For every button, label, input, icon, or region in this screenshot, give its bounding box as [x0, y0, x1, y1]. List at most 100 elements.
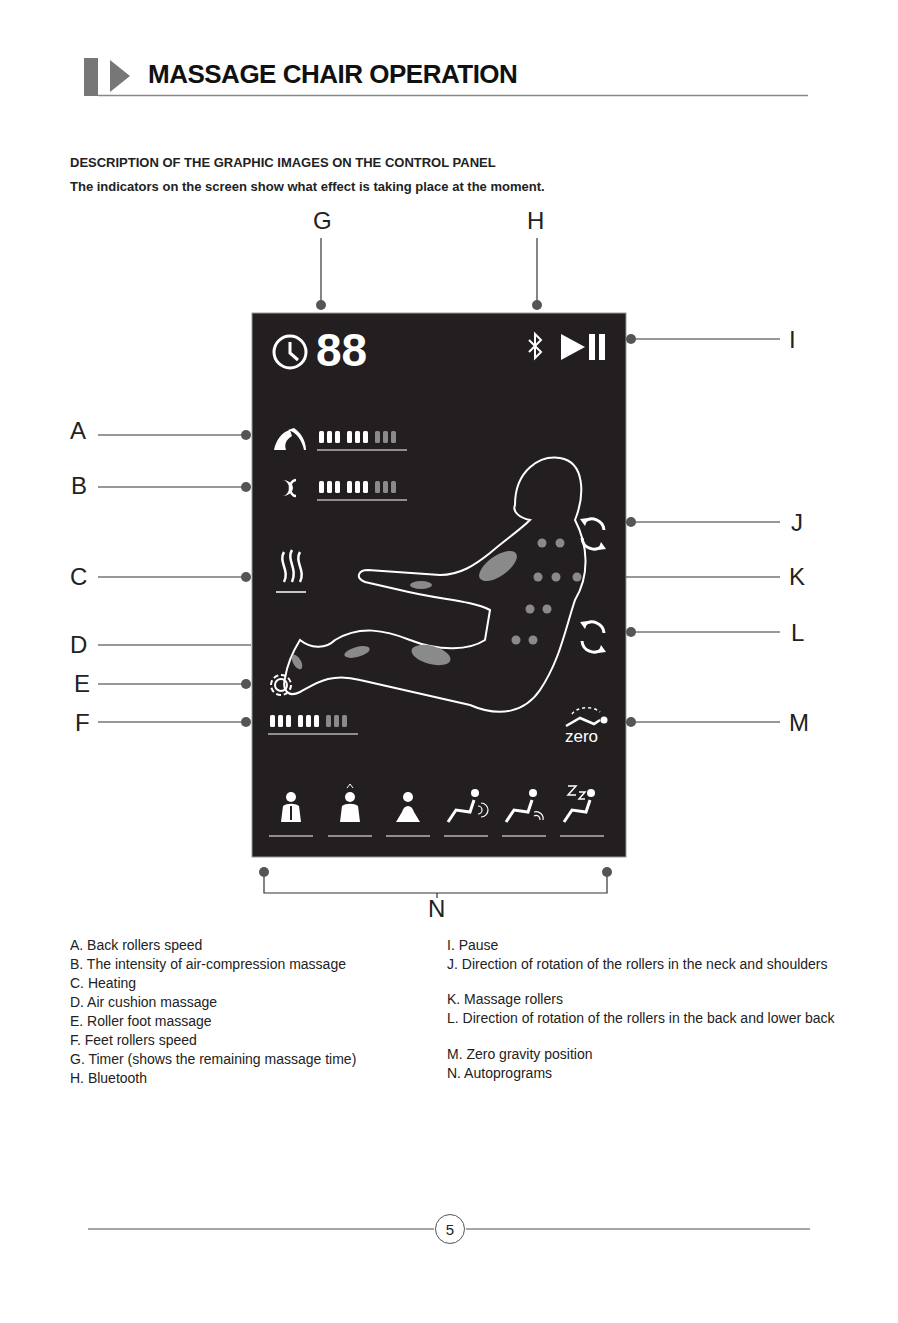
- control-panel: [534, 812, 543, 820]
- control-panel: [355, 431, 360, 443]
- leader-lines: [98, 644, 251, 645]
- control-panel: [410, 581, 432, 589]
- control-panel: [270, 715, 275, 727]
- control-panel: [572, 708, 600, 714]
- control-panel: [391, 481, 396, 493]
- control-panel: [502, 836, 546, 837]
- leader-lines: [536, 238, 537, 305]
- control-panel: [363, 481, 368, 493]
- legend-item: D. Air cushion massage: [70, 994, 217, 1010]
- control-panel: [556, 539, 565, 548]
- control-panel: [340, 804, 360, 822]
- leader-lines: [602, 867, 612, 877]
- control-panel: [538, 539, 547, 548]
- leader-lines: [241, 572, 251, 582]
- page-title: MASSAGE CHAIR OPERATION: [148, 60, 517, 90]
- legend-item: G. Timer (shows the remaining massage ti…: [70, 1051, 356, 1067]
- control-panel: [580, 518, 606, 653]
- control-panel: [268, 431, 407, 734]
- control-panel: [278, 715, 283, 727]
- control-panel: [268, 734, 358, 735]
- legend-item: E. Roller foot massage: [70, 1013, 212, 1029]
- leader-lines: [98, 486, 246, 487]
- control-panel: [529, 789, 537, 797]
- control-panel: [474, 545, 522, 587]
- callout-letter: H: [527, 207, 544, 235]
- control-panel: [478, 803, 488, 817]
- control-panel: [506, 800, 532, 822]
- callout-letter: C: [70, 563, 87, 591]
- control-panel: [375, 431, 380, 443]
- control-panel: [448, 800, 474, 822]
- control-panel: [347, 431, 352, 443]
- control-panel: [345, 792, 355, 802]
- control-panel: [281, 804, 301, 822]
- legend-item: K. Massage rollers: [447, 991, 563, 1007]
- control-panel: [561, 334, 585, 360]
- legend-item: J. Direction of rotation of the rollers …: [447, 956, 835, 972]
- control-panel: [391, 431, 396, 443]
- control-panel: [534, 573, 543, 582]
- control-panel: [355, 481, 360, 493]
- control-panel: [274, 336, 306, 368]
- control-panel: [286, 792, 296, 802]
- footer-line: [466, 1228, 810, 1230]
- leader-lines: [532, 300, 542, 310]
- control-panel: [306, 715, 311, 727]
- callout-letter: G: [313, 207, 332, 235]
- callout-letter: N: [428, 895, 445, 923]
- page-number-circle: 5: [435, 1214, 465, 1244]
- control-panel: [317, 450, 407, 451]
- header-mark: [110, 60, 130, 92]
- control-panel: [566, 718, 600, 726]
- control-panel: [335, 431, 340, 443]
- leader-lines: [626, 576, 780, 577]
- leader-lines: [626, 517, 636, 527]
- leader-lines: [320, 238, 321, 305]
- control-panel: [319, 481, 324, 493]
- leader-lines: [631, 521, 780, 522]
- leader-lines: [264, 872, 607, 893]
- control-panel: [342, 715, 347, 727]
- section-heading: DESCRIPTION OF THE GRAPHIC IMAGES ON THE…: [70, 156, 496, 171]
- control-panel: [599, 334, 605, 360]
- legend-item: M. Zero gravity position: [447, 1046, 593, 1062]
- control-panel: [290, 806, 292, 820]
- header-mark: [98, 95, 808, 97]
- page-number: 5: [446, 1222, 454, 1237]
- control-panel: [335, 481, 340, 493]
- control-panel: [334, 715, 339, 727]
- leader-lines: [631, 338, 780, 339]
- callout-letter: K: [789, 563, 805, 591]
- control-panel: [601, 717, 608, 724]
- control-panel: [290, 539, 582, 671]
- control-panel: [375, 481, 380, 493]
- control-panel: [286, 715, 291, 727]
- control-panel: [543, 605, 552, 614]
- control-panel: [396, 806, 420, 822]
- control-panel: [409, 641, 452, 669]
- control-panel: [290, 480, 296, 496]
- control-panel: [252, 313, 626, 857]
- header-mark: [84, 58, 808, 96]
- footer-line: [88, 1228, 434, 1230]
- control-panel: [314, 715, 319, 727]
- legend-item: N. Autoprograms: [447, 1065, 552, 1081]
- control-panel: [444, 836, 488, 837]
- intro-text: The indicators on the screen show what e…: [70, 180, 545, 195]
- control-panel-screen: 88zero: [252, 313, 626, 857]
- control-panel: [386, 836, 430, 837]
- control-panel: [589, 334, 595, 360]
- callout-letter: F: [75, 709, 90, 737]
- callout-letter: A: [70, 417, 86, 445]
- control-panel: [560, 836, 604, 837]
- leader-lines: [631, 721, 780, 722]
- control-panel: [269, 784, 604, 836]
- control-panel: [327, 431, 332, 443]
- leader-lines: [259, 867, 269, 877]
- control-panel: [363, 431, 368, 443]
- leader-lines: [626, 627, 636, 637]
- leader-lines: [631, 631, 780, 632]
- control-panel: [328, 836, 372, 837]
